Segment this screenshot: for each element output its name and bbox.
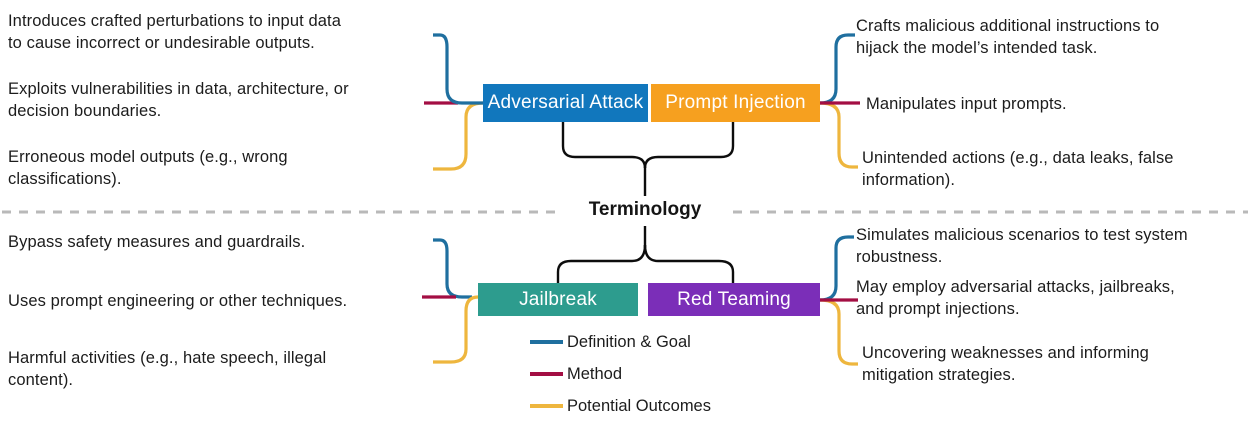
method-line-swatch [530,372,563,376]
legend-label: Definition & Goal [567,332,691,351]
adversarial-definition-connector [433,33,483,105]
jailbreak-definition-note: Bypass safety measures and guardrails. [8,233,306,251]
red-teaming-label: Red Teaming [677,288,791,310]
adversarial-definition-note: Introduces crafted perturbations to inpu… [8,12,341,52]
definition-goal-line-swatch [530,340,563,344]
prompt-injection-outcomes-connector [819,101,858,169]
red-teaming-outcomes-connector [819,298,858,366]
jailbreak-label: Jailbreak [519,288,597,310]
red-teaming-definition-connector [819,235,854,302]
legend-label: Potential Outcomes [567,396,711,415]
prompt-injection-label: Prompt Injection [665,92,806,113]
legend-label: Method [567,364,623,383]
red-teaming-outcomes-note: Uncovering weaknesses and informing miti… [862,344,1149,384]
prompt-injection-box: Prompt Injection [651,84,820,122]
adversarial-attack-label: Adversarial Attack [487,92,644,113]
prompt-injection-definition-note: Crafts malicious additional instructions… [856,17,1160,57]
adversarial-outcomes-connector [433,101,484,171]
top-brace-right [643,122,735,169]
potential-outcomes-line-swatch [530,404,563,408]
legend-item-definition-goal: Definition & Goal [530,331,711,353]
adversarial-attack-box: Adversarial Attack [483,84,648,122]
red-teaming-method-note: May employ adversarial attacks, jailbrea… [856,278,1175,318]
legend-item-method: Method [530,363,711,385]
top-brace-left [561,122,647,169]
adversarial-outcomes-note: Erroneous model outputs (e.g., wrong cla… [8,148,288,188]
adversarial-method-note: Exploits vulnerabilities in data, archit… [8,80,349,120]
red-teaming-box: Red Teaming [648,283,820,316]
prompt-injection-definition-connector [819,33,855,105]
diagram-title: Terminology [588,199,702,220]
bottom-brace-left [556,244,647,283]
jailbreak-outcomes-note: Harmful activities (e.g., hate speech, i… [8,349,327,389]
red-teaming-definition-note: Simulates malicious scenarios to test sy… [856,226,1188,266]
prompt-injection-method-note: Manipulates input prompts. [866,95,1067,113]
bottom-brace-right [643,244,735,283]
prompt-injection-outcomes-note: Unintended actions (e.g., data leaks, fa… [862,149,1174,189]
legend-item-potential-outcomes: Potential Outcomes [530,395,711,417]
jailbreak-box: Jailbreak [478,283,638,316]
jailbreak-outcomes-connector [433,295,479,364]
legend: Definition & Goal Method Potential Outco… [530,331,711,427]
jailbreak-method-note: Uses prompt engineering or other techniq… [8,292,348,310]
